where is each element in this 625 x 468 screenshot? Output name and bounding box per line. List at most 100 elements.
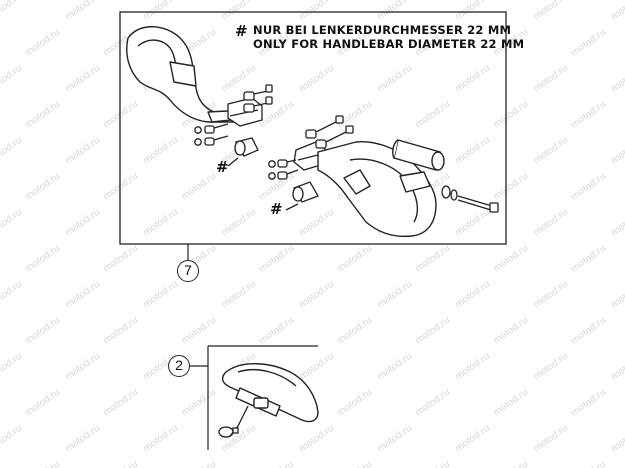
watermark-text: motod.ru: [141, 0, 180, 22]
watermark-text: motod.ru: [23, 315, 62, 347]
left-sleeve-hash-marker: #: [216, 158, 229, 176]
watermark-text: motod.ru: [0, 0, 24, 22]
watermark-text: motod.ru: [63, 423, 102, 455]
watermark-text: motod.ru: [453, 279, 492, 311]
watermark-text: motod.ru: [569, 459, 608, 468]
watermark-text: motod.ru: [491, 387, 530, 419]
watermark-text: motod.ru: [63, 351, 102, 383]
watermark-text: motod.ru: [23, 387, 62, 419]
watermark-text: motod.ru: [375, 0, 414, 22]
watermark-text: motod.ru: [413, 387, 452, 419]
watermark-text: motod.ru: [569, 243, 608, 275]
watermark-text: motod.ru: [179, 315, 218, 347]
handlebar-grip: [392, 139, 445, 171]
end-bolt-assembly: [441, 185, 499, 213]
watermark-text: motod.ru: [297, 279, 336, 311]
watermark-text: motod.ru: [453, 423, 492, 455]
watermark-text: motod.ru: [491, 171, 530, 203]
watermark-text: motod.ru: [609, 351, 625, 383]
watermark-text: motod.ru: [491, 459, 530, 468]
watermark-text: motod.ru: [257, 171, 296, 203]
callout-2[interactable]: 2: [168, 355, 190, 377]
watermark-text: motod.ru: [531, 279, 570, 311]
watermark-text: motod.ru: [297, 207, 336, 239]
watermark-text: motod.ru: [375, 351, 414, 383]
watermark-text: motod.ru: [297, 351, 336, 383]
watermark-text: motod.ru: [609, 207, 625, 239]
watermark-text: motod.ru: [141, 279, 180, 311]
watermark-text: motod.ru: [531, 63, 570, 95]
watermark-text: motod.ru: [609, 423, 625, 455]
watermark-text: motod.ru: [335, 243, 374, 275]
watermark-text: motod.ru: [0, 207, 24, 239]
watermark-text: motod.ru: [453, 351, 492, 383]
watermark-text: motod.ru: [413, 99, 452, 131]
watermark-text: motod.ru: [23, 99, 62, 131]
watermark-text: motod.ru: [0, 351, 24, 383]
watermark-text: motod.ru: [179, 459, 218, 468]
watermark-text: motod.ru: [257, 315, 296, 347]
watermark-text: motod.ru: [609, 279, 625, 311]
watermark-text: motod.ru: [297, 0, 336, 22]
watermark-text: motod.ru: [335, 315, 374, 347]
watermark-text: motod.ru: [63, 207, 102, 239]
diameter-note-english: ONLY FOR HANDLEBAR DIAMETER 22 MM: [253, 37, 525, 51]
callout-7[interactable]: 7: [177, 260, 199, 282]
watermark-text: motod.ru: [609, 63, 625, 95]
watermark-text: motod.ru: [101, 171, 140, 203]
watermark-text: motod.ru: [101, 387, 140, 419]
diameter-note-german: NUR BEI LENKERDURCHMESSER 22 MM: [253, 23, 512, 37]
watermark-text: motod.ru: [297, 423, 336, 455]
watermark-text: motod.ru: [23, 243, 62, 275]
watermark-text: motod.ru: [453, 0, 492, 22]
watermark-text: motod.ru: [219, 0, 258, 22]
watermark-text: motod.ru: [453, 207, 492, 239]
kit-frame: [119, 11, 507, 245]
watermark-text: motod.ru: [141, 423, 180, 455]
watermark-text: motod.ru: [491, 243, 530, 275]
watermark-text: motod.ru: [335, 387, 374, 419]
watermark-text: motod.ru: [0, 63, 24, 95]
right-adapter-sleeve: [285, 181, 319, 211]
left-adapter-sleeve: [227, 137, 259, 167]
watermark-text: motod.ru: [453, 63, 492, 95]
watermark-text: motod.ru: [219, 63, 258, 95]
watermark-text: motod.ru: [219, 279, 258, 311]
watermark-text: motod.ru: [531, 423, 570, 455]
watermark-text: motod.ru: [531, 135, 570, 167]
watermark-text: motod.ru: [141, 207, 180, 239]
watermark-text: motod.ru: [141, 135, 180, 167]
watermark-text: motod.ru: [569, 171, 608, 203]
watermark-text: motod.ru: [101, 459, 140, 468]
watermark-text: motod.ru: [63, 135, 102, 167]
spoiler-part: [221, 363, 319, 423]
watermark-text: motod.ru: [569, 27, 608, 59]
watermark-text: motod.ru: [609, 135, 625, 167]
watermark-text: motod.ru: [569, 387, 608, 419]
watermark-text: motod.ru: [101, 315, 140, 347]
watermark-text: motod.ru: [569, 99, 608, 131]
watermark-text: motod.ru: [179, 387, 218, 419]
watermark-text: motod.ru: [63, 0, 102, 22]
note-hash-marker: #: [235, 22, 248, 40]
watermark-text: motod.ru: [101, 243, 140, 275]
watermark-text: motod.ru: [413, 459, 452, 468]
watermark-text: motod.ru: [531, 351, 570, 383]
watermark-text: motod.ru: [257, 243, 296, 275]
watermark-text: motod.ru: [375, 423, 414, 455]
watermark-text: motod.ru: [23, 27, 62, 59]
watermark-text: motod.ru: [609, 0, 625, 22]
watermark-text: motod.ru: [179, 171, 218, 203]
watermark-text: motod.ru: [63, 279, 102, 311]
watermark-text: motod.ru: [101, 99, 140, 131]
watermark-text: motod.ru: [491, 99, 530, 131]
watermark-text: motod.ru: [453, 135, 492, 167]
watermark-text: motod.ru: [375, 63, 414, 95]
watermark-text: motod.ru: [23, 459, 62, 468]
watermark-text: motod.ru: [531, 207, 570, 239]
watermark-text: motod.ru: [569, 315, 608, 347]
watermark-text: motod.ru: [491, 315, 530, 347]
left-clamp-assembly: [194, 84, 273, 146]
